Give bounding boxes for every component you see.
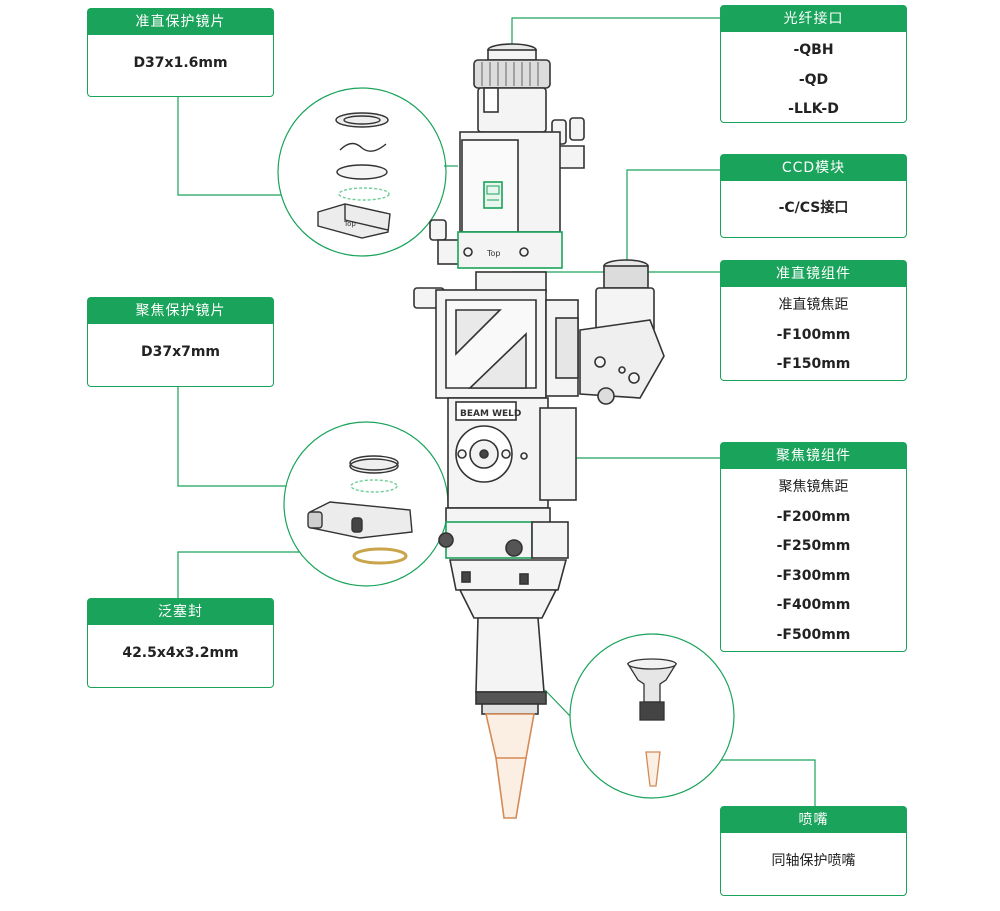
- card-line: -F250mm: [776, 538, 851, 554]
- card-title: 聚焦镜组件: [721, 443, 906, 469]
- card-focus-assembly: 聚焦镜组件 聚焦镜焦距 -F200mm -F250mm -F300mm -F40…: [720, 442, 907, 652]
- card-line: 同轴保护喷嘴: [771, 853, 856, 869]
- card-title: 聚焦保护镜片: [88, 298, 273, 324]
- card-line: -QBH: [793, 42, 834, 58]
- card-line: -F500mm: [776, 626, 851, 643]
- card-title: 光纤接口: [721, 6, 906, 32]
- card-title: 喷嘴: [721, 807, 906, 833]
- card-title: 准直镜组件: [721, 261, 906, 287]
- card-line: 聚焦镜焦距: [778, 479, 849, 495]
- brand-logo-text: BEAM WELD: [460, 409, 521, 419]
- welding-head: [413, 43, 665, 819]
- card-title: CCD模块: [721, 155, 906, 181]
- card-nozzle: 喷嘴 同轴保护喷嘴: [720, 806, 907, 896]
- card-fiber-interface: 光纤接口 -QBH -QD -LLK-D: [720, 5, 907, 123]
- card-line: D37x7mm: [140, 344, 221, 360]
- card-line: -LLK-D: [788, 101, 839, 117]
- card-ccd-module: CCD模块 -C/CS接口: [720, 154, 907, 238]
- card-line: -F300mm: [776, 567, 851, 584]
- card-title: 准直保护镜片: [88, 9, 273, 35]
- card-line: -F150mm: [776, 356, 851, 372]
- card-collimator-assembly: 准直镜组件 准直镜焦距 -F100mm -F150mm: [720, 260, 907, 381]
- card-line: 42.5x4x3.2mm: [122, 645, 239, 661]
- focus-protect-parts: [307, 455, 413, 565]
- top-mark-small: Top: [343, 220, 356, 228]
- card-title: 泛塞封: [88, 599, 273, 625]
- card-line: -QD: [798, 71, 829, 88]
- card-collimator-protect: 准直保护镜片 D37x1.6mm: [87, 8, 274, 97]
- card-line: -C/CS接口: [778, 200, 849, 216]
- collimator-protect-parts: [317, 112, 391, 239]
- card-seal: 泛塞封 42.5x4x3.2mm: [87, 598, 274, 688]
- card-focus-protect: 聚焦保护镜片 D37x7mm: [87, 297, 274, 387]
- nozzle-parts: [626, 658, 678, 787]
- card-line: -F400mm: [776, 597, 851, 613]
- card-line: -F200mm: [776, 508, 851, 525]
- leader-ccd: [626, 169, 720, 260]
- card-line: D37x1.6mm: [133, 55, 228, 71]
- top-mark: Top: [486, 249, 501, 258]
- card-line: -F100mm: [776, 326, 851, 343]
- leader-fiber: [511, 17, 720, 60]
- card-line: 准直镜焦距: [778, 297, 849, 313]
